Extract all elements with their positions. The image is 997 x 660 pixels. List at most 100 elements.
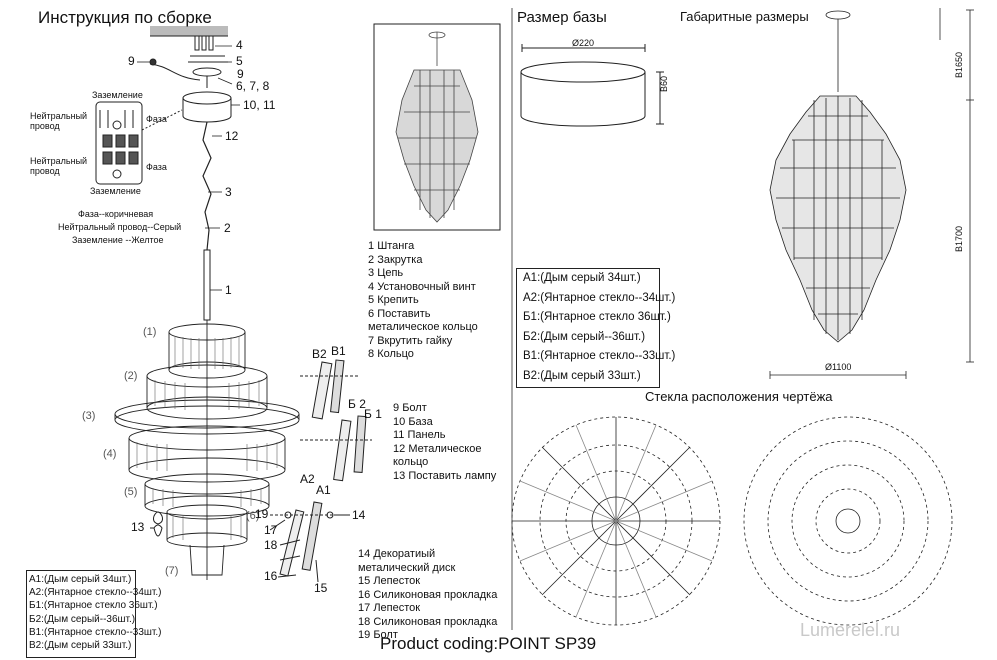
product-coding: Product coding:POINT SP39 <box>380 634 597 653</box>
number-13: 13 <box>131 520 145 534</box>
piece-b-1: Б 1 <box>364 407 382 421</box>
callout-4: 4 <box>236 38 243 52</box>
number-18: 18 <box>264 538 278 552</box>
callout-9: 9 <box>237 67 244 81</box>
parts-list-a-item: 7 Вкрутить гайку <box>368 334 453 347</box>
glass-count: B2:(Дым серый 33шт.) <box>523 369 641 382</box>
glass-counts-small-box: A1:(Дым серый 34шт.) A2:(Янтарное стекло… <box>26 570 162 658</box>
callout-3: 3 <box>225 185 232 199</box>
number-19: 19 <box>255 507 269 521</box>
callout-5: 5 <box>236 54 243 68</box>
parts-list-a-item: 5 Крепить <box>368 294 419 306</box>
parts-list-c-item: 14 Декоратиый металический диск <box>358 548 456 574</box>
tier-glass <box>136 336 278 540</box>
glass-counts-box: A1:(Дым серый 34шт.) A2:(Янтарное стекло… <box>516 268 675 388</box>
glass-count: A1:(Дым серый 34шт.) <box>523 272 641 284</box>
parts-list-a-item: 6 Поставить металическое кольцо <box>368 307 478 334</box>
piece-b1: B1 <box>331 344 346 358</box>
watermark: Lumerelel.ru <box>800 620 901 640</box>
callout-leaders <box>137 45 240 291</box>
piece-a2: A2 <box>300 472 315 486</box>
parts-list-c-item: 16 Силиконовая прокладка <box>358 588 498 601</box>
tier-2-label: (2) <box>124 370 138 382</box>
product-photo <box>395 31 479 223</box>
wiring-box <box>95 101 143 185</box>
petal-b-1 <box>353 415 367 473</box>
ceiling-plate <box>150 26 228 37</box>
number-15: 15 <box>314 581 328 595</box>
parts-list-a-item: 1 Штанга <box>368 240 415 252</box>
ground-label-top: Заземление <box>92 90 143 100</box>
base-drawing <box>520 44 664 127</box>
glass-count-small: Б2:(Дым серый--36шт.) <box>29 613 136 625</box>
parts-list-a: 1 Штанга 2 Закрутка 3 Цепь 4 Установочны… <box>368 240 498 362</box>
bulb <box>150 511 163 537</box>
petal-a2 <box>279 509 305 577</box>
callout-12: 12 <box>225 129 239 143</box>
petal-b2 <box>311 361 333 420</box>
glass-count-small: Б1:(Янтарное стекло 36шт.) <box>29 600 158 612</box>
callout-9-wire: 9 <box>128 54 135 68</box>
chain <box>202 121 212 251</box>
glass-layout-left <box>511 416 721 626</box>
glass-count-small: A2:(Янтарное стекло--34шт.) <box>29 587 162 599</box>
chandelier-assembly <box>114 320 300 580</box>
parts-list-c: 14 Декоратиый металический диск 15 Лепес… <box>358 548 498 643</box>
wiring-legend-ground: Заземление --Желтое <box>72 235 164 245</box>
piece-b-2: Б 2 <box>348 397 366 411</box>
glass-count-small: B2:(Дым серый 33шт.) <box>29 640 132 652</box>
diameter-1100-label: Ø1100 <box>825 362 852 372</box>
petal-b-2 <box>333 419 352 482</box>
parts-list-c-item: 15 Лепесток <box>358 575 421 587</box>
product-photo-frame <box>373 23 501 231</box>
glass-count: B1:(Янтарное стекло--33шт.) <box>523 350 676 362</box>
tier-5-label: (5) <box>124 486 138 498</box>
callout-6-7-8: 6, 7, 8 <box>236 79 270 93</box>
parts-list-b: 9 Болт 10 База 11 Панель 12 Металическое… <box>393 402 503 483</box>
parts-list-a-item: 2 Закрутка <box>368 253 423 266</box>
wiring-legend-neutral: Нейтральный провод--Серый <box>58 222 182 232</box>
piece-a1: A1 <box>316 483 331 497</box>
callout-1: 1 <box>225 283 232 297</box>
neutral-label-1: Нейтральный провод <box>30 111 88 132</box>
parts-list-b-item: 9 Болт <box>393 402 427 414</box>
glass-count: A2:(Янтарное стекло--34шт.) <box>523 291 676 304</box>
height-1650-label: B1650 <box>954 51 964 78</box>
rod <box>203 249 211 321</box>
tier-4-label: (4) <box>103 448 117 460</box>
callout-10-11: 10, 11 <box>243 98 276 112</box>
tier-3-label: (3) <box>82 410 96 422</box>
number-16: 16 <box>264 569 278 583</box>
neutral-label-2: Нейтральный провод <box>30 156 88 177</box>
parts-list-b-item: 11 Панель <box>393 429 446 441</box>
phase-label-2: Фаза <box>146 162 167 172</box>
height-1700-label: B1700 <box>954 225 964 252</box>
wiring-legend-phase: Фаза--коричневая <box>78 209 154 219</box>
parts-list-c-item: 17 Лепесток <box>358 602 421 614</box>
number-17: 17 <box>264 523 278 537</box>
glass-count: Б1:(Янтарное стекло 36шт.) <box>523 311 671 323</box>
glass-layout-right <box>743 416 953 626</box>
glass-counts-small-list: A1:(Дым серый 34шт.) A2:(Янтарное стекло… <box>29 573 162 652</box>
glass-layout-title: Стекла расположения чертёжа <box>645 389 833 404</box>
parts-list-b-item: 13 Поставить лампу <box>393 469 497 482</box>
parts-list-a-item: 8 Кольцо <box>368 348 414 360</box>
glass-counts-list: A1:(Дым серый 34шт.) A2:(Янтарное стекло… <box>523 269 675 386</box>
petal-a1 <box>301 501 323 571</box>
tier-1-label: (1) <box>143 326 157 338</box>
petal-b1 <box>330 359 345 414</box>
glass-count-small: B1:(Янтарное стекло--33шт.) <box>29 626 162 638</box>
glass-count-small: A1:(Дым серый 34шт.) <box>29 574 132 585</box>
ground-label-bottom: Заземление <box>90 186 141 196</box>
base-size-title: Размер базы <box>517 9 607 26</box>
dimension-drawing <box>769 9 974 379</box>
parts-list-a-item: 3 Цепь <box>368 267 404 279</box>
parts-list-b-item: 10 База <box>393 415 433 428</box>
phase-label-1: Фаза <box>146 114 167 124</box>
parts-list-b-item: 12 Металическое кольцо <box>393 442 482 469</box>
callout-2: 2 <box>224 221 231 235</box>
dimensions-title: Габаритные размеры <box>680 9 809 24</box>
parts-list-c-item: 19 Болт <box>358 629 398 641</box>
base-height-label: B60 <box>659 75 669 92</box>
